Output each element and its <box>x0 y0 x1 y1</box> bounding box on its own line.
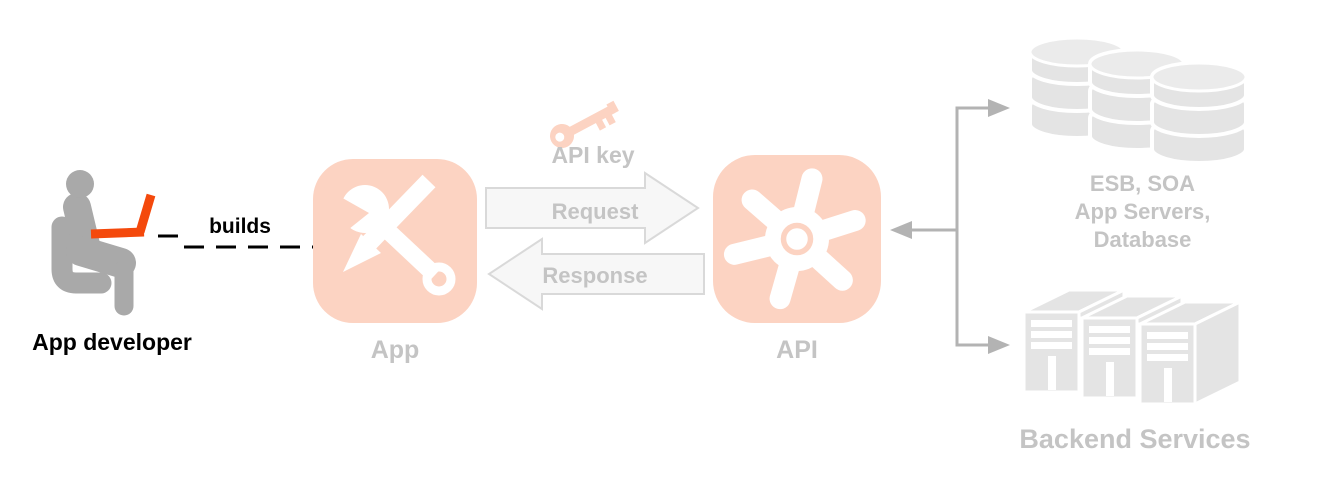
backend-services-label: Backend Services <box>1019 424 1251 454</box>
api-card <box>713 155 881 323</box>
cog-spoke-icon <box>723 168 866 310</box>
key-icon <box>550 100 619 148</box>
server-rack-icon <box>1022 287 1242 407</box>
block-arrow-left-icon <box>487 237 705 311</box>
person-with-laptop-icon <box>51 170 156 316</box>
builds-label: builds <box>209 215 271 238</box>
backend-db-line-1: ESB, SOA <box>1089 171 1196 196</box>
api-label: API <box>776 336 818 364</box>
block-arrow-right-icon <box>485 171 700 245</box>
branch-arrows-icon <box>890 99 1010 354</box>
api-key-label: API key <box>551 142 635 168</box>
wrench-and-pencil-icon <box>323 174 456 296</box>
developer-label: App developer <box>32 329 192 355</box>
response-label: Response <box>542 263 648 288</box>
dashed-line <box>158 234 318 249</box>
laptop-icon <box>90 193 156 239</box>
app-label: App <box>370 336 420 364</box>
app-card <box>313 159 477 323</box>
database-stack-icon <box>1028 36 1248 165</box>
backend-db-label: ESB, SOA App Servers, Database <box>1030 170 1255 254</box>
backend-db-line-3: Database <box>1093 227 1192 252</box>
backend-db-line-2: App Servers, <box>1074 199 1211 224</box>
request-label: Request <box>551 199 639 224</box>
